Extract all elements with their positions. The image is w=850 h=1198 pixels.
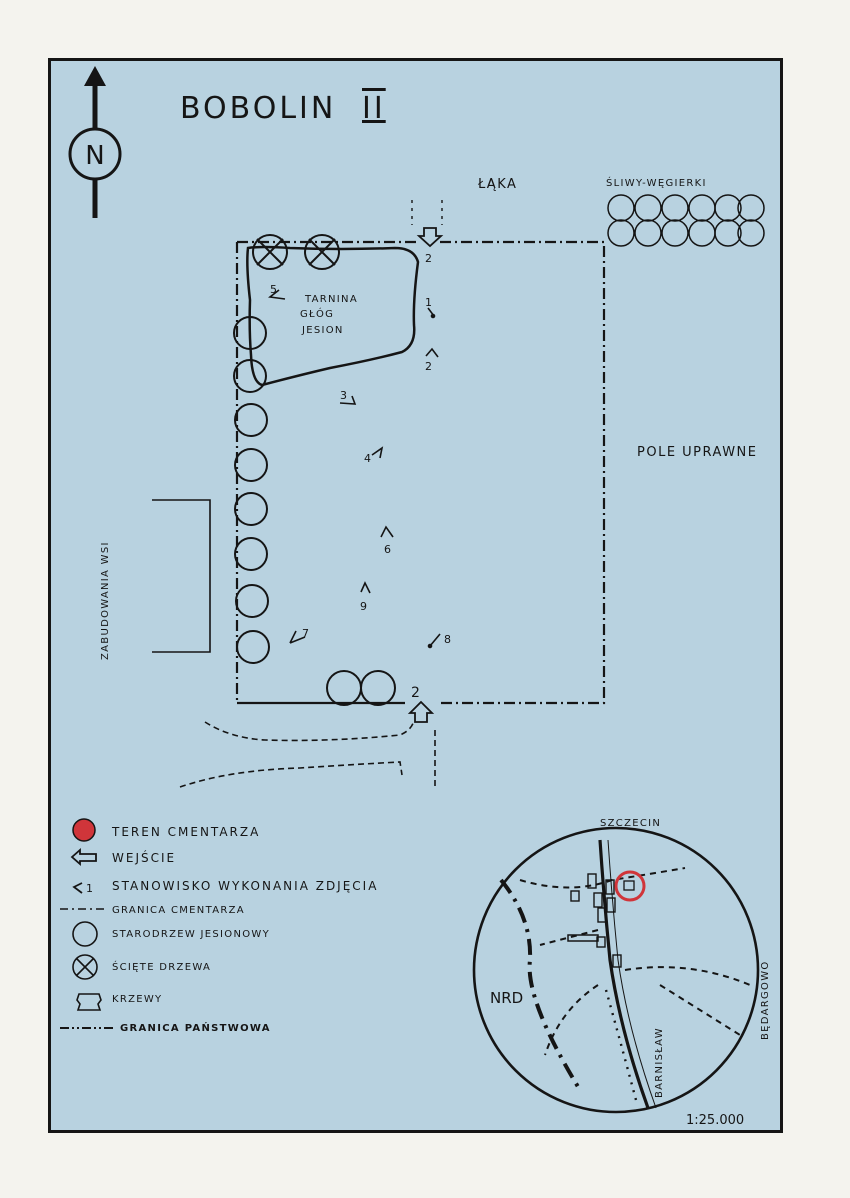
entrance-south-icon — [407, 700, 435, 723]
legend-cemetery-boundary: GRANICA CMENTARZA — [112, 905, 245, 916]
legend-photo-station: STANOWISKO WYKONANIA ZDJĘCIA — [112, 879, 378, 893]
station-7: 7 — [302, 627, 309, 640]
legend-cemetery-area: TEREN CMENTARZA — [111, 825, 260, 839]
legend-entrance: WEJŚCIE — [112, 850, 176, 865]
cemetery-boundary — [237, 240, 606, 705]
legend-entrance-icon — [70, 848, 97, 866]
label-bush-2: GŁÓG — [300, 307, 334, 320]
label-meadow: ŁĄKA — [477, 177, 517, 192]
station-2: 2 — [425, 360, 432, 373]
map-title: BOBOLIN — [180, 91, 336, 126]
station-5: 5 — [270, 283, 277, 296]
entrance-north-number: 2 — [425, 252, 432, 265]
label-village-buildings: ZABUDOWANIA WSI — [100, 541, 111, 660]
legend-cemetery-marker-icon — [72, 818, 96, 842]
inset-label-szczecin: SZCZECIN — [600, 818, 661, 829]
plum-orchard — [607, 194, 765, 247]
station-9: 9 — [360, 600, 367, 613]
station-8: 8 — [444, 633, 451, 646]
label-bush-3: JESION — [301, 325, 344, 336]
field-paths — [179, 719, 436, 790]
entrance-north-icon — [411, 200, 444, 248]
north-letter: N — [85, 141, 104, 171]
cut-trees — [252, 234, 340, 270]
station-4: 4 — [364, 452, 371, 465]
inset-cemetery-location-icon — [614, 870, 646, 902]
entrance-south-number: 2 — [411, 685, 420, 701]
label-bush-1: TARNINA — [304, 294, 358, 305]
label-plum-trees: ŚLIWY-WĘGIERKI — [606, 176, 707, 189]
map-title-suffix: II — [362, 91, 386, 126]
legend-photo-station-icon — [72, 882, 83, 894]
legend-bushes: KRZEWY — [112, 994, 162, 1005]
station-1: 1 — [425, 296, 432, 309]
station-6: 6 — [384, 543, 391, 556]
village-buildings — [152, 499, 211, 653]
legend-station-number: 1 — [86, 882, 93, 895]
inset-locator-map — [472, 826, 760, 1114]
old-ash-trees — [233, 316, 396, 706]
legend-symbols — [60, 818, 115, 1029]
legend-bushes-icon — [76, 993, 102, 1011]
legend-old-ash-trees: STARODRZEW JESIONOWY — [112, 929, 270, 940]
station-3: 3 — [340, 389, 347, 402]
inset-label-nrd: NRD — [490, 989, 523, 1007]
bushes-area — [246, 245, 420, 387]
map-scale: 1:25.000 — [686, 1113, 744, 1128]
north-arrow-icon — [68, 66, 122, 218]
legend-old-tree-icon — [72, 921, 98, 947]
label-farm-field: POLE UPRAWNE — [637, 445, 758, 460]
legend-state-border: GRANICA PAŃSTWOWA — [120, 1021, 271, 1034]
legend-cut-tree-icon — [72, 954, 98, 980]
photo-stations — [268, 289, 441, 649]
legend-cut-trees: ŚCIĘTE DRZEWA — [112, 960, 211, 973]
inset-label-barnislaw: BARNISŁAW — [654, 1027, 665, 1098]
inset-label-bedargowo: BĘDARGOWO — [760, 960, 771, 1040]
